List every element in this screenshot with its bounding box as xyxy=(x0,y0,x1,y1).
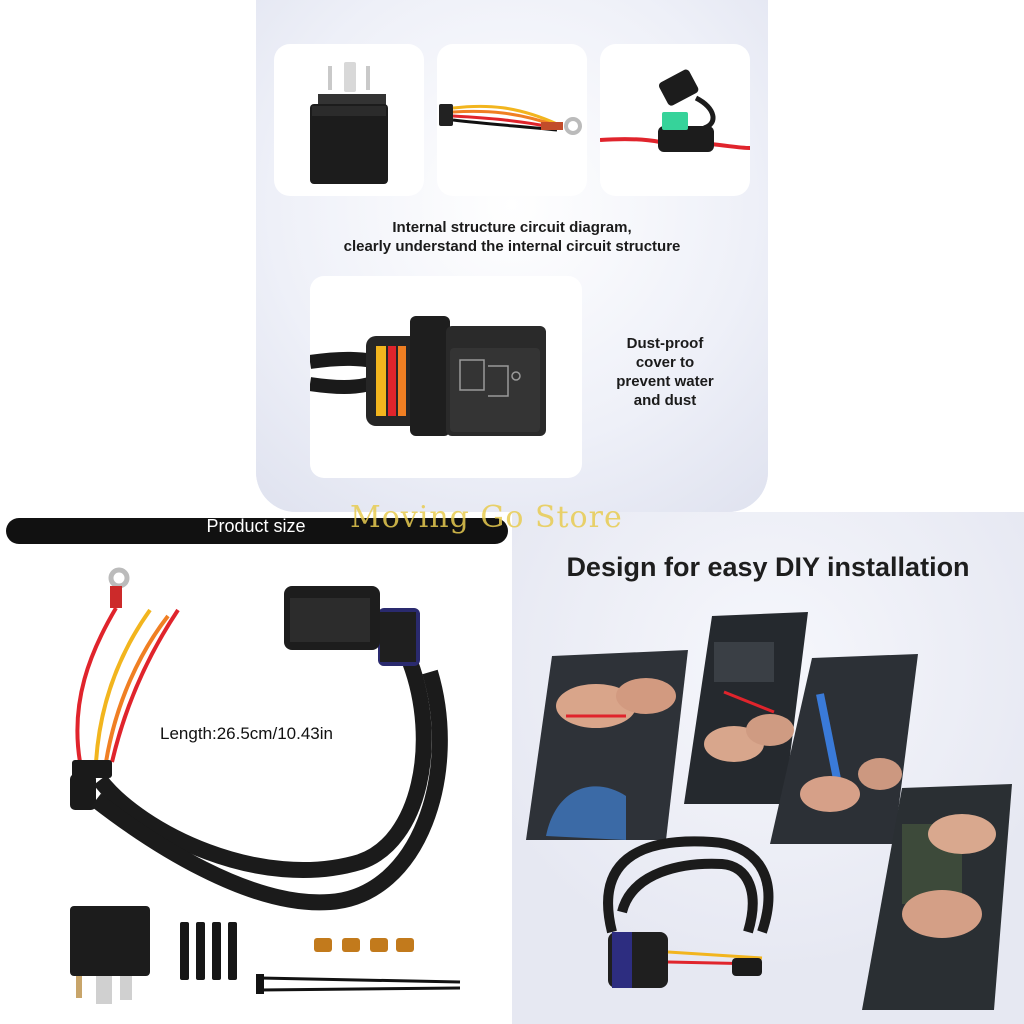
dust-caption-line-2: cover to xyxy=(635,354,695,371)
product-size-title: Product size xyxy=(206,516,306,536)
dust-caption-line-4: and dust xyxy=(633,392,697,409)
dust-proof-caption: Dust-proof cover to prevent water and du… xyxy=(598,334,732,410)
top-feature-panel: Internal structure circuit diagram, clea… xyxy=(256,0,768,512)
relay-thumbnail xyxy=(274,44,424,196)
product-size-panel: Product size xyxy=(0,512,512,1024)
dust-caption-line-1: Dust-proof xyxy=(626,335,704,352)
relay-image xyxy=(310,62,388,184)
wiring-harness-image xyxy=(70,567,461,1004)
dust-caption-line-3: prevent water xyxy=(616,373,714,390)
store-watermark: Moving Go Store xyxy=(350,500,623,535)
install-photo-3 xyxy=(770,654,918,844)
pigtail-thumbnail xyxy=(437,44,587,196)
installation-title: Design for easy DIY installation xyxy=(566,552,970,582)
install-photo-1 xyxy=(526,646,688,840)
install-photo-4 xyxy=(862,784,1012,1010)
length-label: Length:26.5cm/10.43in xyxy=(160,724,333,743)
installation-panel: Design for easy DIY installation xyxy=(512,512,1024,1024)
installed-harness-image xyxy=(603,836,774,988)
product-size-title-bar xyxy=(6,518,508,544)
circuit-caption-line-2: clearly understand the internal circuit … xyxy=(343,238,681,255)
install-photo-2 xyxy=(684,612,808,804)
relay-connector-image xyxy=(310,316,546,436)
relay-connector-photo xyxy=(310,276,582,478)
circuit-caption-line-1: Internal structure circuit diagram, xyxy=(392,219,632,236)
fuse-holder-thumbnail xyxy=(600,44,750,196)
fuse-holder-image xyxy=(600,69,750,152)
circuit-diagram-caption: Internal structure circuit diagram, clea… xyxy=(256,218,768,256)
pigtail-image xyxy=(439,104,582,135)
